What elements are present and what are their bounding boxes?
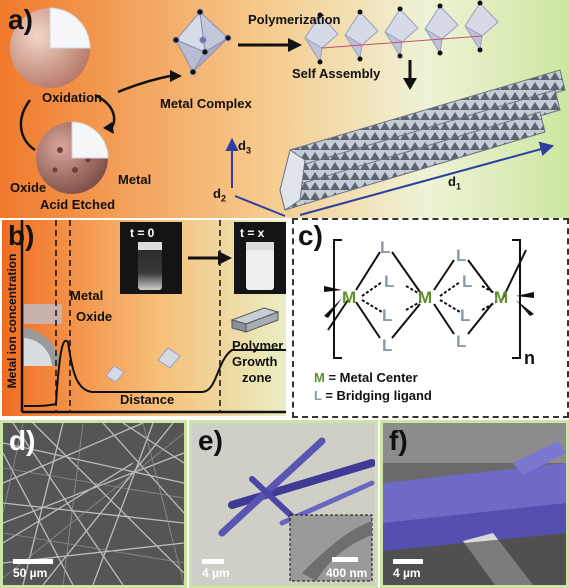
ligand-2: L [384,272,395,291]
polymer-growth-line3: zone [242,370,272,385]
legend-m-letter: M [314,370,325,385]
acid-etched-sphere [36,121,109,194]
tx-label: t = x [240,226,265,240]
legend-m-text: = Metal Center [328,370,418,385]
self-assembly-label: Self Assembly [292,66,381,81]
panel-f-label: f) [389,425,408,456]
legend-l-letter: L [314,388,322,403]
t0-label: t = 0 [130,226,155,240]
legend-ligand: L = Bridging ligand [314,388,432,403]
legend-l-text: = Bridging ligand [325,388,432,403]
inset-scale-label: 400 nm [326,566,368,580]
ligand-6: L [462,272,473,291]
x-axis-label: Distance [120,392,175,407]
sphere-cross-section [24,304,62,366]
panel-c-label: c) [298,220,323,251]
panel-a-graphic [0,0,569,218]
panel-a-label: a) [8,4,33,35]
panel-e-label: e) [198,425,223,456]
panel-e: e) 4 µm 400 nm [189,420,378,588]
metal-center-2: M [418,288,433,307]
concentration-curve [23,339,286,407]
dashed-bonds [361,281,497,313]
subscript-n: n [524,348,535,368]
ligand-4: L [382,336,393,355]
bond-lines [327,249,527,339]
panel-b: b) Metal ion concentration Distance Meta… [0,218,288,418]
scale-bar-d [13,559,53,564]
panel-b-graphic [2,220,286,416]
polymer-chain [304,2,499,64]
top-rod [513,441,566,475]
oxide-label-b: Oxide [76,309,113,324]
polymerization-label: Polymerization [248,12,341,27]
nanowire-mesh-image [3,423,184,585]
panel-c-graphic [324,239,534,359]
scale-label-d: 50 µm [13,566,48,580]
small-complex-1 [105,365,125,383]
assembled-rods [279,69,566,211]
scale-label-e: 4 µm [202,566,230,580]
metal-center-3: M [494,288,509,307]
crossed-rods-image [192,423,375,585]
legend-metal: M = Metal Center [314,370,418,385]
ligand-5: L [456,246,467,265]
stereo-bonds [324,286,534,318]
rod-bundle-image [383,423,566,585]
panel-d: d) 50 µm [0,420,187,588]
small-complex-2 [157,347,181,369]
ligand-1: L [380,238,391,257]
oxidation-label: Oxidation [42,90,102,105]
ligand-7: L [460,306,471,325]
acid-etched-label: Acid Etched [40,197,116,212]
large-rod-2 [383,503,566,551]
polymer-growth-line1: Polymer [232,338,284,353]
ligand-8: L [456,332,467,351]
panel-c: c) M M M L L L L L L L L n M = Metal Cen… [292,218,569,418]
growth-rods-icon [230,307,280,333]
polymer-growth-line2: Growth [232,354,278,369]
inset-scale-bar [332,557,358,562]
panel-f: f) 4 µm [380,420,569,588]
panel-b-label: b) [8,220,35,251]
scale-bar-e [202,559,224,564]
scale-bar-f [393,559,423,564]
metal-center-1: M [342,288,357,307]
polymer-brackets [333,239,521,359]
oxide-label: Oxide [10,180,47,195]
metal-label-b: Metal [70,288,104,303]
cycle-arrow-left [19,99,36,152]
rod-2 [218,437,326,537]
metal-complex-label: Metal Complex [160,96,252,111]
metal-complex-octahedron [172,8,232,76]
vial-t0 [120,222,182,294]
panel-b-axes [20,220,286,414]
panel-a: a) Oxidation Oxide Metal Acid Etched Met… [0,0,569,218]
panel-d-label: d) [9,425,36,456]
dimension-arrows [225,137,555,217]
metal-label: Metal [118,172,152,187]
vial-tx [234,222,286,294]
arrow-to-complex [117,74,171,94]
y-axis-label: Metal ion concentration [5,253,19,389]
oxidized-sphere [10,7,91,88]
d3-label: d3 [238,138,251,156]
scale-label-f: 4 µm [393,566,421,580]
ligand-3: L [382,306,393,325]
d2-label: d2 [213,186,226,204]
d1-label: d1 [448,174,461,192]
